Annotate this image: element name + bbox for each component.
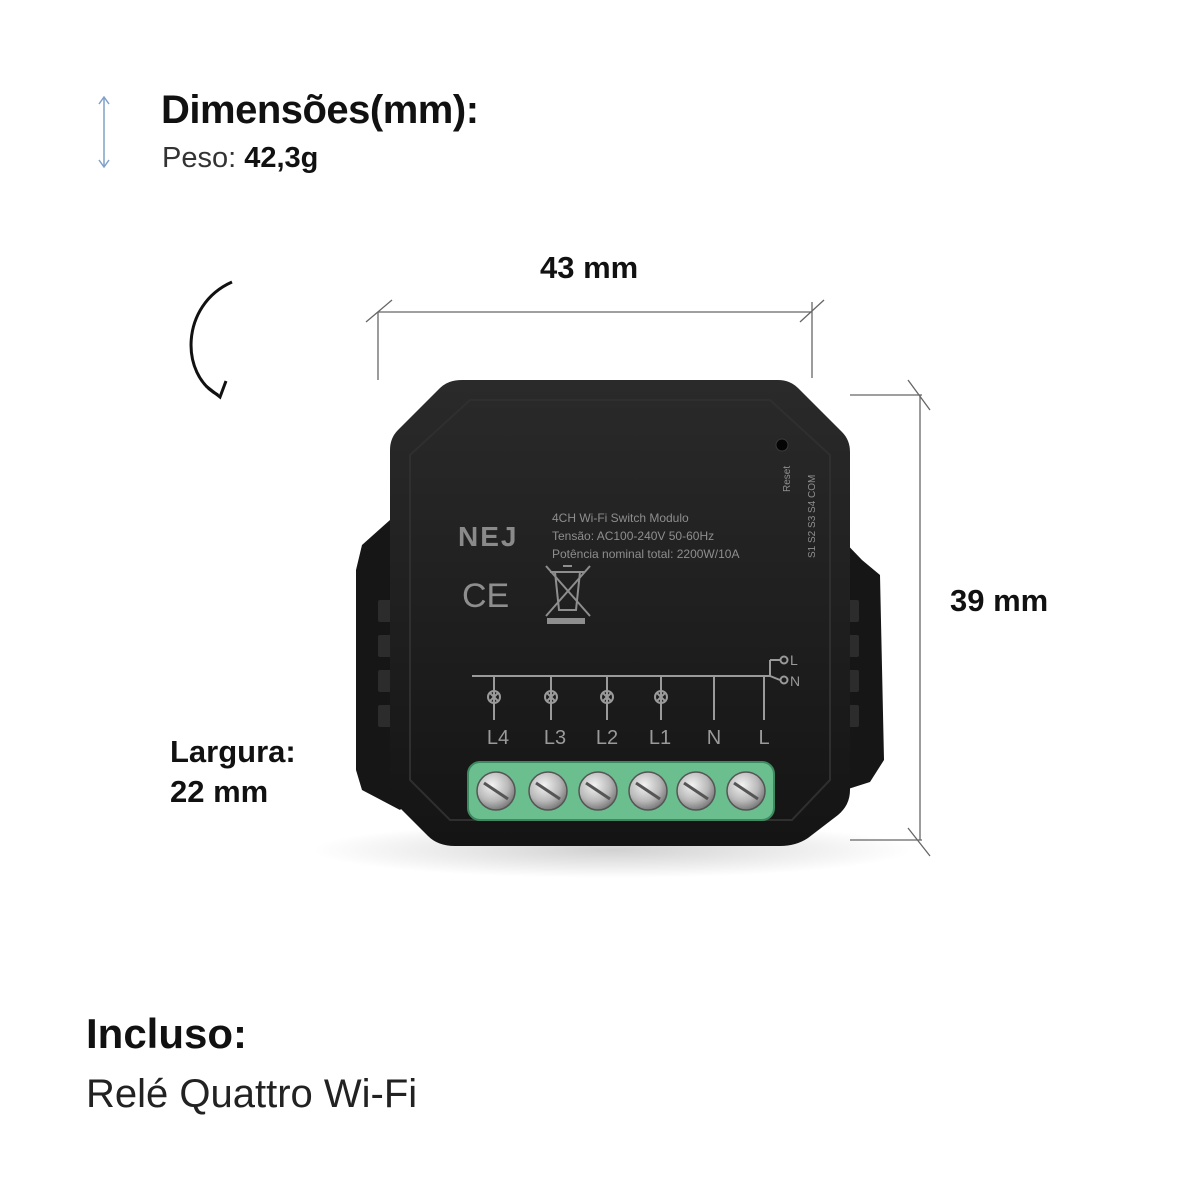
relay-module-illustration: NEJ 4CH Wi-Fi Switch Modulo Tensão: AC10… (189, 280, 931, 878)
reset-button[interactable] (775, 438, 789, 452)
terminal-screw-l3[interactable] (528, 771, 568, 811)
rotate-arrow-icon (189, 280, 233, 400)
weee-bin-icon (545, 565, 591, 624)
included-title: Incluso: (86, 1010, 248, 1057)
power-line: Potência nominal total: 2200W/10A (552, 547, 739, 561)
dimensions-title: Dimensões(mm): (161, 88, 479, 132)
height-dimension-icon (78, 89, 130, 175)
terminal-label-n: N (707, 727, 721, 749)
relay-body (390, 380, 850, 846)
reset-label: Reset (782, 466, 793, 492)
depth-label-title: Largura: (170, 734, 296, 769)
switch-inputs-label: S1 S2 S3 S4 COM (807, 475, 818, 558)
terminal-label-l3: L3 (544, 727, 566, 749)
terminal-screw-l1[interactable] (628, 771, 668, 811)
terminal-screw-l4[interactable] (476, 771, 516, 811)
wiring-diagram (472, 655, 789, 720)
voltage-line: Tensão: AC100-240V 50-60Hz (552, 529, 714, 543)
depth-label: Largura: 22 mm (170, 732, 296, 812)
terminal-label-l4: L4 (487, 727, 509, 749)
model-line: 4CH Wi-Fi Switch Modulo (552, 511, 689, 525)
terminal-label-l1: L1 (649, 727, 671, 749)
terminal-screws (476, 771, 766, 811)
weight-label: Peso: (162, 142, 237, 174)
weight-line: Peso: 42,3g (162, 142, 318, 175)
line-label-n: N (790, 673, 800, 689)
terminal-screw-l2[interactable] (578, 771, 618, 811)
height-label: 39 mm (950, 583, 1049, 618)
terminal-screw-l[interactable] (726, 771, 766, 811)
terminal-label-l2: L2 (596, 727, 618, 749)
included-item: Relé Quattro Wi-Fi (86, 1072, 418, 1116)
ce-mark: CE (462, 577, 509, 615)
depth-label-value: 22 mm (170, 774, 269, 809)
brand-logo: NEJ (458, 521, 518, 552)
line-label-l: L (790, 652, 798, 668)
width-label: 43 mm (540, 250, 639, 285)
terminal-screw-n[interactable] (676, 771, 716, 811)
width-dimension-line (365, 299, 825, 380)
terminal-label-l: L (758, 727, 769, 749)
weight-value: 42,3g (244, 142, 319, 174)
